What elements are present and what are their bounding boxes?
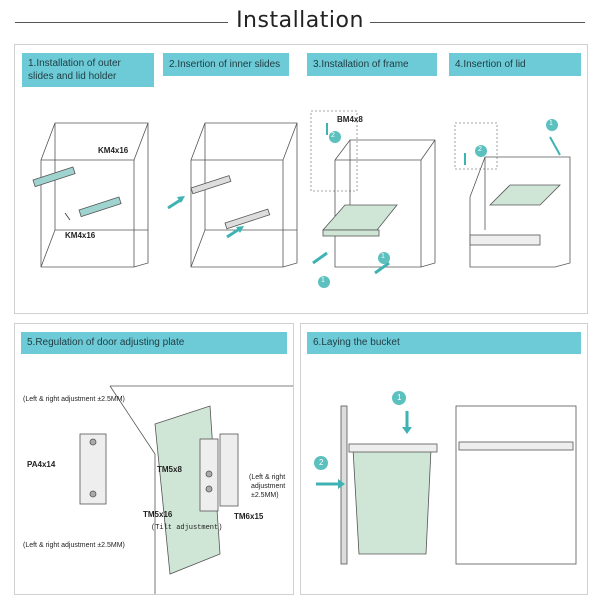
- step-3-header: 3.Installation of frame: [307, 53, 437, 76]
- step-2-header: 2.Insertion of inner slides: [163, 53, 289, 76]
- screw-label-tm58: TM5x8: [157, 465, 182, 474]
- step-5-label: 5.Regulation of door adjusting plate: [27, 337, 185, 348]
- step-6-header: 6.Laying the bucket: [307, 332, 581, 354]
- step-4-lid-illustration: [454, 119, 571, 268]
- screw-label-pa: PA4x14: [27, 460, 56, 469]
- title-rule-left: [15, 22, 228, 23]
- screw-label-km-top: KM4x16: [98, 146, 129, 155]
- step-4-badge-a: 1: [549, 120, 553, 127]
- adjustment-note-right-line-2: adjustment: [251, 483, 286, 490]
- step-3-label: 3.Installation of frame: [313, 59, 409, 70]
- title-rule-right: [370, 22, 585, 23]
- adjustment-note-top: (Left & right adjustment ±2.5MM): [23, 396, 125, 403]
- screw-label-tm615: TM6x15: [234, 512, 264, 521]
- step-6-badge-a: 1: [397, 393, 402, 402]
- step-5-panel: 5.Regulation of door adjusting plate (Le…: [14, 323, 294, 595]
- step-5-header: 5.Regulation of door adjusting plate: [21, 332, 287, 354]
- tilt-note: (Tilt adjustment): [151, 524, 223, 532]
- adjustment-note-right-line-3: ±2.5MM): [251, 492, 279, 499]
- step-3-badge-b: 1: [381, 253, 385, 260]
- step-2-cabinet-illustration: [167, 122, 298, 268]
- top-panel: 1.Installation of outer slides and lid h…: [14, 44, 588, 314]
- screw-label-tm516: TM5x16: [143, 510, 173, 519]
- step-4-header: 4.Insertion of lid: [449, 53, 581, 76]
- step-1-cabinet-illustration: [32, 122, 149, 268]
- step-6-panel: 6.Laying the bucket 1 2: [300, 323, 588, 595]
- step-6-illustration: [314, 391, 577, 565]
- step-4-label: 4.Insertion of lid: [455, 59, 526, 70]
- step-4-badge-b: 2: [478, 146, 482, 153]
- title-bar: Installation: [0, 0, 600, 46]
- screw-label-km-bottom: KM4x16: [65, 231, 96, 240]
- step-5-illustration: [79, 385, 293, 594]
- step-1-header: 1.Installation of outer slides and lid h…: [22, 53, 154, 87]
- adjustment-note-right-line-1: (Left & right: [249, 474, 286, 481]
- screw-label-bm: BM4x8: [337, 115, 363, 124]
- top-illustrations: [32, 110, 571, 288]
- step-3-badge-a: 2: [331, 132, 335, 139]
- page-title: Installation: [236, 8, 364, 33]
- step-3-badge-c: 1: [321, 277, 325, 284]
- step-6-label: 6.Laying the bucket: [313, 337, 400, 348]
- step-6-badge-b: 2: [319, 458, 324, 467]
- step-3-frame-illustration: [310, 110, 436, 288]
- step-1-label: 1.Installation of outer slides and lid h…: [28, 58, 121, 82]
- step-2-label: 2.Insertion of inner slides: [169, 59, 281, 70]
- adjustment-note-bottom: (Left & right adjustment ±2.5MM): [23, 542, 125, 549]
